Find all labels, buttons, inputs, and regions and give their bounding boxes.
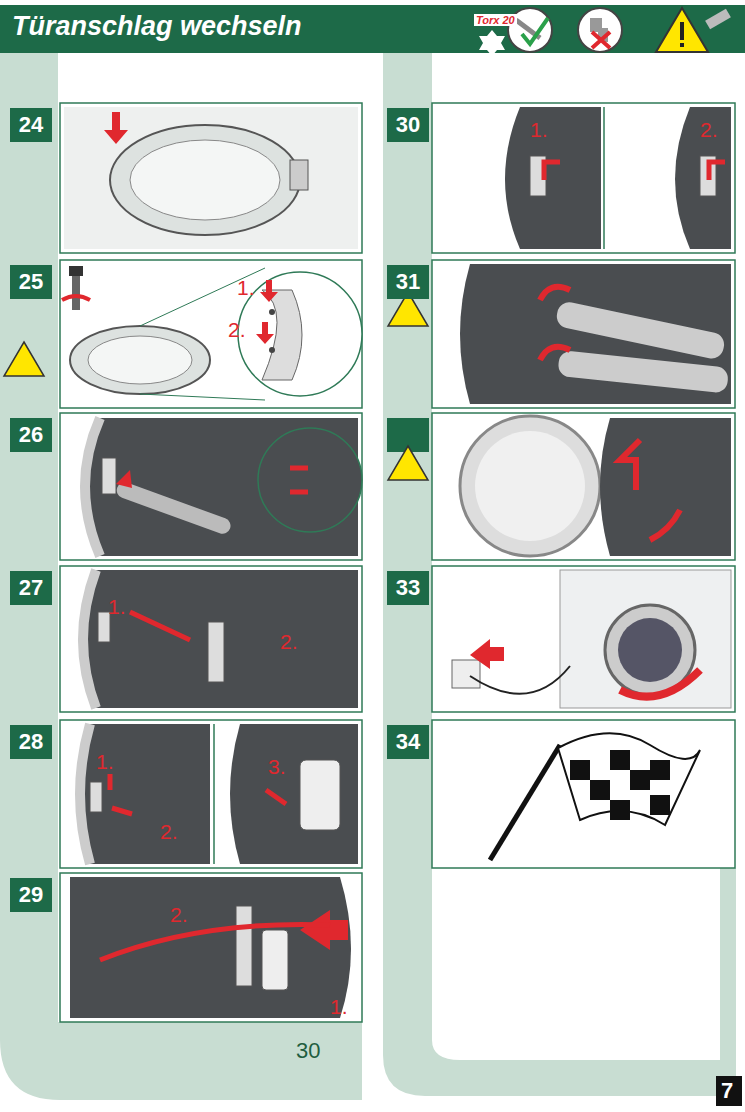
step-number: 29 — [19, 882, 43, 908]
sub-step-number: 1. — [108, 595, 126, 619]
sub-step-number: 2. — [170, 903, 188, 927]
step-number: 34 — [396, 729, 420, 755]
drum — [70, 107, 731, 1018]
step-badge: 25 — [10, 265, 52, 299]
wrench-no-icon — [578, 8, 622, 52]
sub-step-number: 1. — [237, 276, 255, 300]
step-number: 25 — [19, 269, 43, 295]
sub-step-number: 1. — [330, 995, 348, 1019]
warning-icon — [656, 8, 731, 52]
step-badge: 33 — [387, 571, 429, 605]
machine-plug — [452, 570, 731, 708]
step-badge: 26 — [10, 418, 52, 452]
sub-step-number: 2. — [228, 318, 246, 342]
tool-label: Torx 20 — [474, 14, 517, 26]
step-panel: 24 — [8, 103, 362, 253]
step-badge: 34 — [387, 725, 429, 759]
step-panel: 31 — [385, 260, 735, 408]
step-number: 27 — [19, 575, 43, 601]
step-panel: 33 — [385, 566, 735, 712]
step-badge: 30 — [387, 108, 429, 142]
sub-step-number: 1. — [96, 750, 114, 774]
step-panel: 29 2. 1. — [8, 873, 362, 1022]
step-panel: 27 1. 2. — [8, 566, 362, 712]
finish-flag — [490, 733, 700, 860]
step-badge: 27 — [10, 571, 52, 605]
sub-step-number: 2. — [700, 118, 718, 142]
step-panel: 26 — [8, 413, 362, 560]
flow-band — [0, 52, 362, 1100]
page-number: 7 — [721, 1078, 733, 1104]
step-number: 33 — [396, 575, 420, 601]
step-badge: 28 — [10, 725, 52, 759]
step-number: 31 — [396, 269, 420, 295]
sub-step-number: 2. — [280, 630, 298, 654]
step-badge: 24 — [10, 108, 52, 142]
step-number: 26 — [19, 422, 43, 448]
sub-step-number: 2. — [160, 820, 178, 844]
sub-step-number: 3. — [268, 755, 286, 779]
title-bar — [0, 5, 745, 53]
door-on-cloth — [64, 107, 358, 249]
step-badge: 31 — [387, 265, 429, 299]
step-number: 24 — [19, 112, 43, 138]
step-panel: 30 1. 2. — [385, 103, 735, 253]
step-number: 28 — [19, 729, 43, 755]
step-panel: 25 1. 2. — [8, 260, 362, 408]
page-title: Türanschlag wechseln — [12, 11, 302, 42]
door-screws — [62, 266, 362, 400]
panel — [60, 103, 735, 1022]
torx-icon — [479, 30, 505, 56]
step-badge: 29 — [10, 878, 52, 912]
step-number: 30 — [396, 112, 420, 138]
page-number-box — [716, 1076, 742, 1106]
step-panel: 34 — [385, 720, 735, 868]
sub-step-number: 1. — [530, 118, 548, 142]
flow-band — [383, 52, 736, 1096]
step-panel: 28 1. 2. 3. — [8, 720, 362, 868]
continue-page-ref: 30 — [296, 1038, 320, 1064]
